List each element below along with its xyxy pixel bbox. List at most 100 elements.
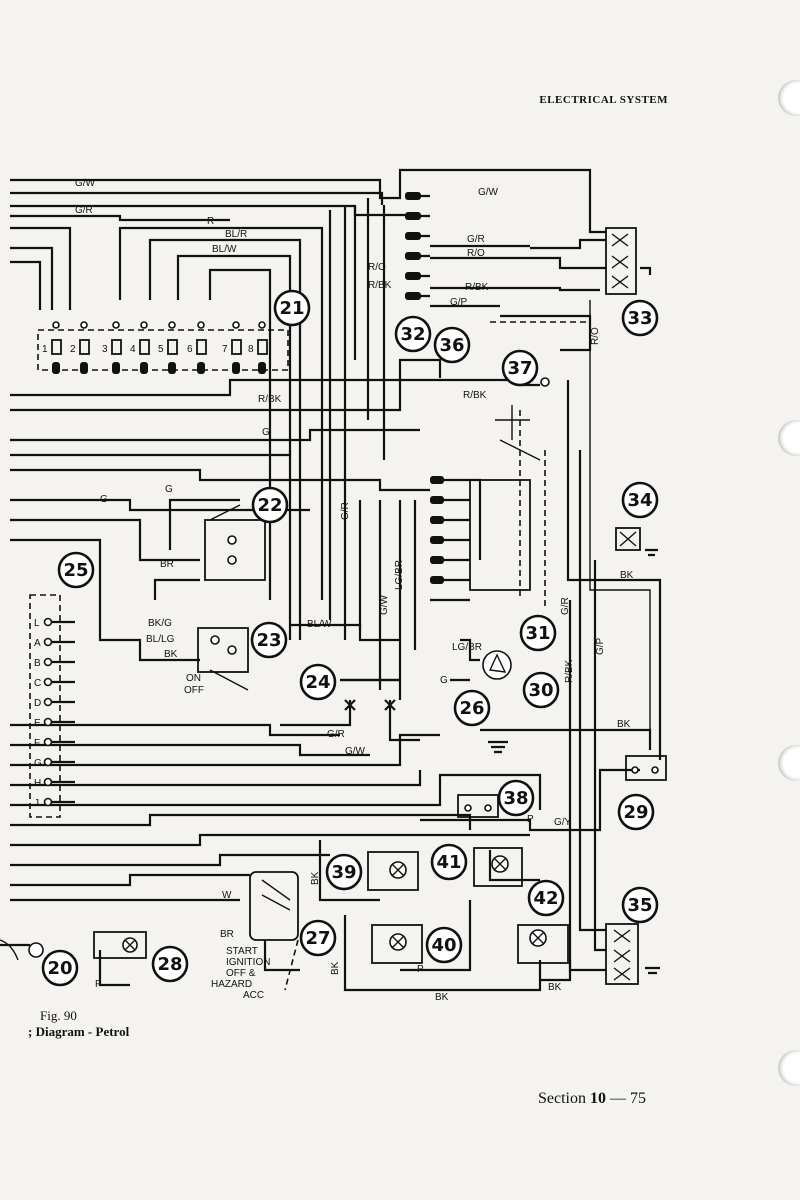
wire-label: R/O bbox=[368, 262, 386, 273]
component-badge-20: 20 bbox=[41, 949, 79, 987]
component-number: 38 bbox=[503, 788, 528, 809]
wire-ro-right bbox=[589, 300, 651, 750]
component-number: 37 bbox=[507, 358, 532, 379]
wire-785 bbox=[10, 770, 422, 787]
fuse-terminal bbox=[197, 321, 205, 329]
section-separator: — bbox=[610, 1090, 626, 1107]
wire-label: BL/W bbox=[212, 244, 237, 255]
fuse-block-outline bbox=[37, 329, 289, 371]
switch-23 bbox=[197, 627, 249, 691]
component-number: 25 bbox=[63, 560, 88, 581]
wire-label: BR bbox=[220, 929, 234, 940]
connector-pin-label: A bbox=[34, 638, 41, 649]
wire-label: BK/G bbox=[148, 618, 172, 629]
fuse-terminal bbox=[80, 321, 88, 329]
fuse-number: 4 bbox=[130, 344, 136, 355]
component-number: 39 bbox=[331, 862, 356, 883]
component-number: 36 bbox=[439, 335, 464, 356]
relay-36-37-symbol bbox=[495, 405, 541, 461]
fuse-terminal bbox=[112, 321, 120, 329]
wire-label: R/O bbox=[467, 248, 485, 259]
wire-traces bbox=[0, 168, 662, 992]
component-number: 41 bbox=[436, 852, 461, 873]
wire-label: R/BK bbox=[465, 282, 489, 293]
wire-865 bbox=[10, 853, 330, 867]
horn-30 bbox=[482, 650, 512, 680]
wire-bk-34 bbox=[566, 380, 662, 760]
component-number: 22 bbox=[257, 495, 282, 516]
fuse-slot bbox=[51, 339, 62, 355]
connector-25-outline bbox=[29, 594, 61, 818]
fuse-number: 5 bbox=[158, 344, 164, 355]
fuse-terminal bbox=[52, 321, 60, 329]
component-badge-42: 42 bbox=[527, 879, 565, 917]
connector-32 bbox=[405, 192, 421, 300]
wire-label: G/R bbox=[340, 502, 351, 520]
wire-r bbox=[118, 226, 324, 600]
wire-label: BL/R bbox=[225, 229, 247, 240]
wire-gr-vert bbox=[340, 500, 402, 682]
wire-label: BK bbox=[310, 871, 321, 885]
fuse-terminal bbox=[168, 362, 176, 374]
wire-gy bbox=[420, 768, 640, 832]
wire-21-6 bbox=[208, 268, 272, 600]
connector-pin-label: F bbox=[34, 738, 40, 749]
wire-gr-top bbox=[10, 214, 230, 222]
wire-label: BK bbox=[330, 961, 341, 975]
component-badge-25: 25 bbox=[57, 551, 95, 589]
wire-label: G/R bbox=[467, 234, 485, 245]
fuse-terminal bbox=[140, 321, 148, 329]
wire-label: R/BK bbox=[564, 659, 575, 683]
component-number: 24 bbox=[305, 672, 330, 693]
sender-34 bbox=[615, 527, 658, 557]
wire-gr-low bbox=[10, 723, 340, 737]
wire-label: P bbox=[417, 964, 424, 975]
wire-label: ON bbox=[186, 673, 201, 684]
component-badge-24: 24 bbox=[299, 663, 337, 701]
switch-22 bbox=[204, 504, 266, 581]
wire-label: G/R bbox=[327, 729, 345, 740]
connector-pin-label: H bbox=[34, 778, 41, 789]
fuse-slot bbox=[231, 339, 242, 355]
fuse-slot bbox=[257, 339, 268, 355]
wire-765 bbox=[10, 733, 440, 767]
ignition-position-label: START bbox=[226, 946, 258, 957]
ignition-position-label: HAZARD bbox=[211, 979, 252, 990]
wire-label: G/P bbox=[595, 637, 606, 655]
wire-label: P bbox=[95, 979, 102, 990]
component-badge-33: 33 bbox=[621, 299, 659, 337]
connector-pin bbox=[43, 617, 53, 627]
wire-label: R/BK bbox=[258, 394, 282, 405]
component-badge-21: 21 bbox=[273, 289, 311, 327]
wire-24-legs bbox=[280, 700, 420, 742]
component-number: 27 bbox=[305, 928, 330, 949]
fuse-terminal bbox=[232, 321, 240, 329]
connector-37-bullet bbox=[540, 377, 550, 387]
ignition-position-label: ACC bbox=[243, 990, 264, 1001]
wire-g-21 bbox=[10, 450, 292, 457]
connector-pin-label: E bbox=[34, 718, 41, 729]
component-number: 21 bbox=[279, 298, 304, 319]
wire-bk-29 bbox=[480, 728, 652, 750]
wire-31-stubs bbox=[430, 498, 470, 602]
component-badge-39: 39 bbox=[325, 853, 363, 891]
wire-gp-right bbox=[500, 314, 592, 352]
wire-lgbr-31 bbox=[460, 638, 480, 662]
wire-blw-mid bbox=[290, 623, 362, 630]
component-number: 35 bbox=[627, 895, 652, 916]
wire-top-5 bbox=[10, 226, 72, 310]
lamp-20 bbox=[0, 939, 44, 961]
connector-pin bbox=[43, 657, 53, 667]
wire-label: LG/BR bbox=[452, 642, 482, 653]
ignition-position-label: IGNITION bbox=[226, 957, 270, 968]
wire-label: LG/BR bbox=[394, 560, 405, 590]
page-footer: Section 10 — 75 bbox=[538, 1090, 646, 1108]
fuse-slot bbox=[167, 339, 178, 355]
wire-label: BK bbox=[620, 570, 634, 581]
component-number: 40 bbox=[431, 935, 456, 956]
fuse-terminal bbox=[52, 362, 60, 374]
component-number: 30 bbox=[528, 680, 553, 701]
wire-br-22 bbox=[153, 578, 200, 600]
